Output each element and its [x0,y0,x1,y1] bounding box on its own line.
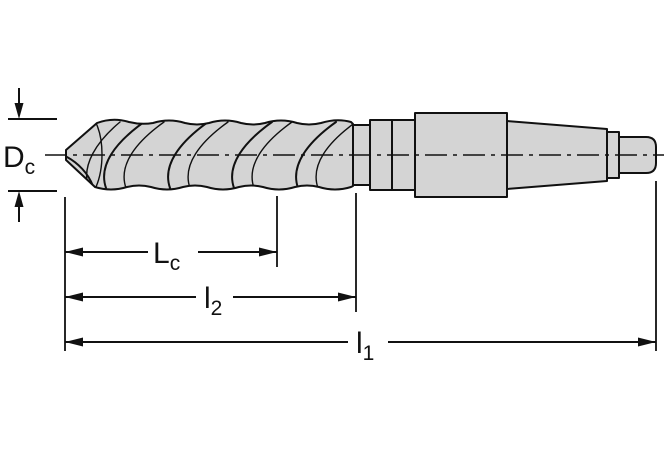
l2-arrowhead-right [338,292,356,302]
dc-label: Dc [3,141,35,179]
extension-lines [64,181,657,351]
lc-label: Lc [153,237,180,275]
lc-arrowhead-left [65,247,83,257]
l2-arrowhead-left [65,292,83,302]
dimension-dc: Dc [3,88,57,222]
dimension-lc: Lc [65,237,277,275]
dc-arrowhead-top [14,103,24,119]
cutting-lip [66,156,94,187]
l1-arrowhead-left [65,337,83,347]
l1-label: l1 [356,327,374,365]
l1-arrowhead-right [638,337,656,347]
dimension-l2: l2 [65,282,356,320]
lc-arrowhead-right [259,247,277,257]
flute-helix-lines [66,121,353,189]
shank-tang [618,136,657,174]
dimension-l1: l1 [65,327,656,365]
l2-label: l2 [204,282,222,320]
dc-arrowhead-bottom [14,191,24,207]
